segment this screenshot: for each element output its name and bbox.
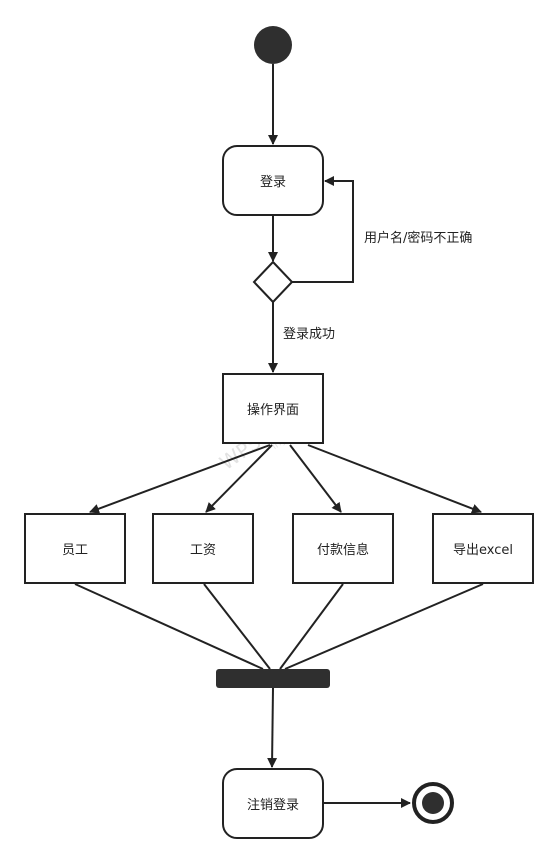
edge-decision-retry xyxy=(292,176,354,283)
node-operation-label: 操作界面 xyxy=(247,402,299,418)
node-logout xyxy=(222,768,324,839)
edge-operation-to-salary xyxy=(205,444,273,513)
node-operation xyxy=(222,373,324,444)
edge-join-to-logout xyxy=(267,687,278,768)
edge-operation-to-employee xyxy=(89,444,271,514)
node-salary xyxy=(152,513,254,584)
node-login xyxy=(222,145,324,216)
edge-employee-to-join xyxy=(74,583,264,670)
edge-operation-to-export xyxy=(307,444,482,514)
node-logout-label: 注销登录 xyxy=(247,798,299,813)
node-export xyxy=(432,513,534,584)
edge-operation-to-payment xyxy=(289,444,342,513)
node-salary-label: 工资 xyxy=(190,543,216,558)
edge-payment-to-join xyxy=(279,583,344,670)
edge-export-to-join xyxy=(284,583,484,670)
node-login-label: 登录 xyxy=(260,175,286,190)
join-bar xyxy=(216,669,330,688)
decision-node xyxy=(252,260,294,304)
node-export-label: 导出excel xyxy=(453,543,513,558)
node-employee xyxy=(24,513,126,584)
edge-label-bad-credentials: 用户名/密码不正确 xyxy=(364,230,472,246)
edge-label-login-success: 登录成功 xyxy=(283,327,335,342)
node-employee-label: 员工 xyxy=(62,543,88,558)
final-node-center xyxy=(422,792,444,814)
node-payment xyxy=(292,513,394,584)
edge-salary-to-join xyxy=(203,583,271,670)
node-payment-label: 付款信息 xyxy=(317,542,369,558)
initial-node xyxy=(254,26,292,64)
